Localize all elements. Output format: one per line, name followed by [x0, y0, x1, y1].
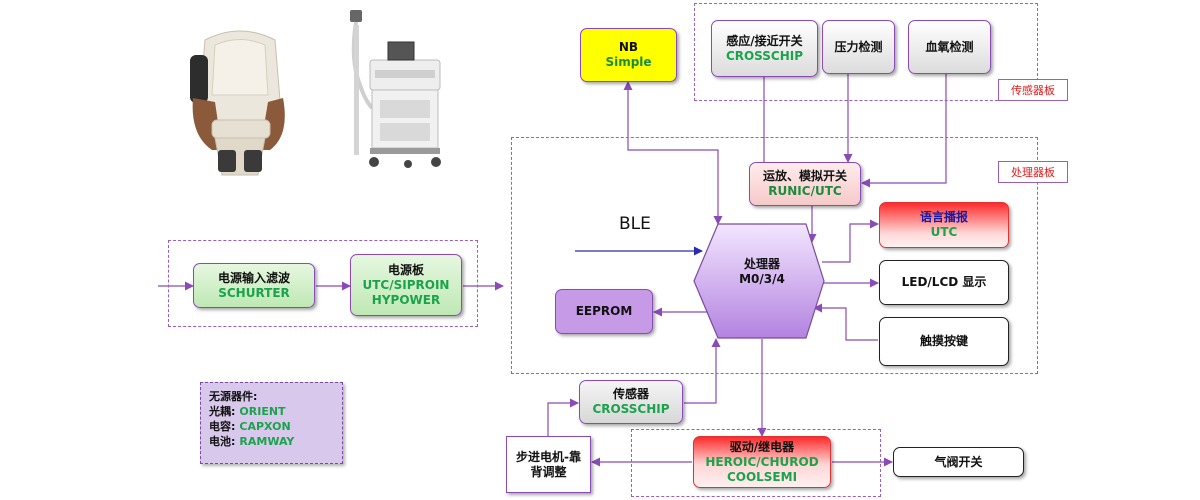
opamp-title: 运放、模拟开关: [762, 169, 847, 183]
processor-hexagon: [693, 223, 825, 339]
voice-title: 语言播报: [919, 210, 968, 224]
opamp-vendor: RUNIC/UTC: [768, 184, 842, 198]
voice-vendor: UTC: [930, 225, 958, 239]
medical-device-image: [350, 10, 441, 168]
sensor-board-group: [694, 3, 1038, 101]
proximity-switch-block: 感应/接近开关 CROSSCHIP: [711, 20, 818, 77]
sensor-to-processor-line: [684, 338, 721, 404]
touch-title: 触摸按键: [919, 334, 968, 348]
stepper-motor-block: 步进电机-靠 背调整: [506, 436, 591, 493]
nb-vendor: Simple: [605, 55, 652, 69]
driver-vendor-2: COOLSEMI: [726, 469, 798, 484]
power-group: [168, 240, 478, 327]
opamp-switch-block: 运放、模拟开关 RUNIC/UTC: [749, 162, 861, 206]
touch-key-block: 触摸按键: [879, 317, 1009, 366]
air-valve-block: 气阀开关: [893, 447, 1024, 477]
processor-subtitle: M0/3/4: [739, 272, 785, 286]
legend-row: 电容:CAPXON: [209, 419, 334, 434]
legend-row: 电池:RAMWAY: [209, 434, 334, 449]
driver-title: 驱动/继电器: [729, 439, 795, 454]
power-board-block: 电源板 UTC/SIPROIN HYPOWER: [350, 254, 462, 316]
pressure-title: 压力检测: [834, 39, 883, 54]
valve-title: 气阀开关: [934, 454, 983, 469]
power-filter-block: 电源输入滤波 SCHURTER: [193, 263, 315, 308]
power-vendor-2: HYPOWER: [371, 292, 441, 307]
legend-row-label: 光耦:: [209, 405, 236, 418]
pressure-detect-block: 压力检测: [822, 20, 895, 74]
driver-group: [631, 429, 881, 497]
touch-to-processor-line: [813, 303, 878, 341]
stepper-to-sensor-line: [547, 398, 579, 436]
driver-relay-block: 驱动/继电器 HEROIC/CHUROD COOLSEMI: [693, 436, 831, 488]
legend-row: 光耦:ORIENT: [209, 404, 334, 419]
ble-label: BLE: [619, 214, 651, 234]
nb-to-processor-line: [623, 81, 723, 225]
proximity-title: 感应/接近开关: [726, 33, 803, 48]
voice-broadcast-block: 语言播报 UTC: [879, 202, 1009, 248]
eeprom-title: EEPROM: [575, 304, 633, 318]
display-title: LED/LCD 显示: [901, 275, 987, 289]
filter-vendor: SCHURTER: [218, 285, 290, 300]
sensor-vendor: CROSSCHIP: [592, 402, 670, 416]
power-vendor-1: UTC/SIPROIN: [362, 277, 450, 292]
oxygen-title: 血氧检测: [925, 39, 974, 54]
filter-title: 电源输入滤波: [217, 270, 290, 285]
legend-row-value: CAPXON: [239, 420, 291, 433]
sensor-board-label: 传感器板: [998, 79, 1068, 101]
power-title: 电源板: [387, 262, 424, 277]
passive-components-legend: 无源器件: 光耦:ORIENT 电容:CAPXON 电池:RAMWAY: [200, 382, 343, 464]
oxygen-detect-block: 血氧检测: [908, 20, 991, 74]
oxygen-to-opamp-line: [861, 74, 947, 188]
processor-title: 处理器: [743, 257, 780, 271]
eeprom-block: EEPROM: [555, 289, 653, 334]
legend-row-label: 电池:: [209, 435, 236, 448]
massage-chair-image: [190, 30, 285, 176]
processor-label: 处理器 M0/3/4: [720, 252, 804, 292]
proximity-vendor: CROSSCHIP: [725, 48, 804, 63]
legend-row-value: RAMWAY: [239, 435, 295, 448]
stepper-line-1: 步进电机-靠: [516, 449, 581, 464]
processor-to-voice-line: [822, 219, 879, 263]
legend-row-value: ORIENT: [239, 405, 286, 418]
legend-title: 无源器件:: [209, 390, 258, 403]
sensor-title: 传感器: [612, 387, 649, 401]
processor-board-group: [511, 137, 1038, 374]
sensor-block: 传感器 CROSSCHIP: [579, 380, 683, 424]
stepper-line-2: 背调整: [530, 464, 567, 479]
nb-block: NB Simple: [580, 28, 677, 82]
processor-board-label: 处理器板: [998, 161, 1068, 183]
driver-vendor-1: HEROIC/CHUROD: [705, 454, 819, 469]
legend-row-label: 电容:: [209, 420, 236, 433]
display-block: LED/LCD 显示: [879, 260, 1009, 305]
nb-title: NB: [618, 40, 639, 54]
